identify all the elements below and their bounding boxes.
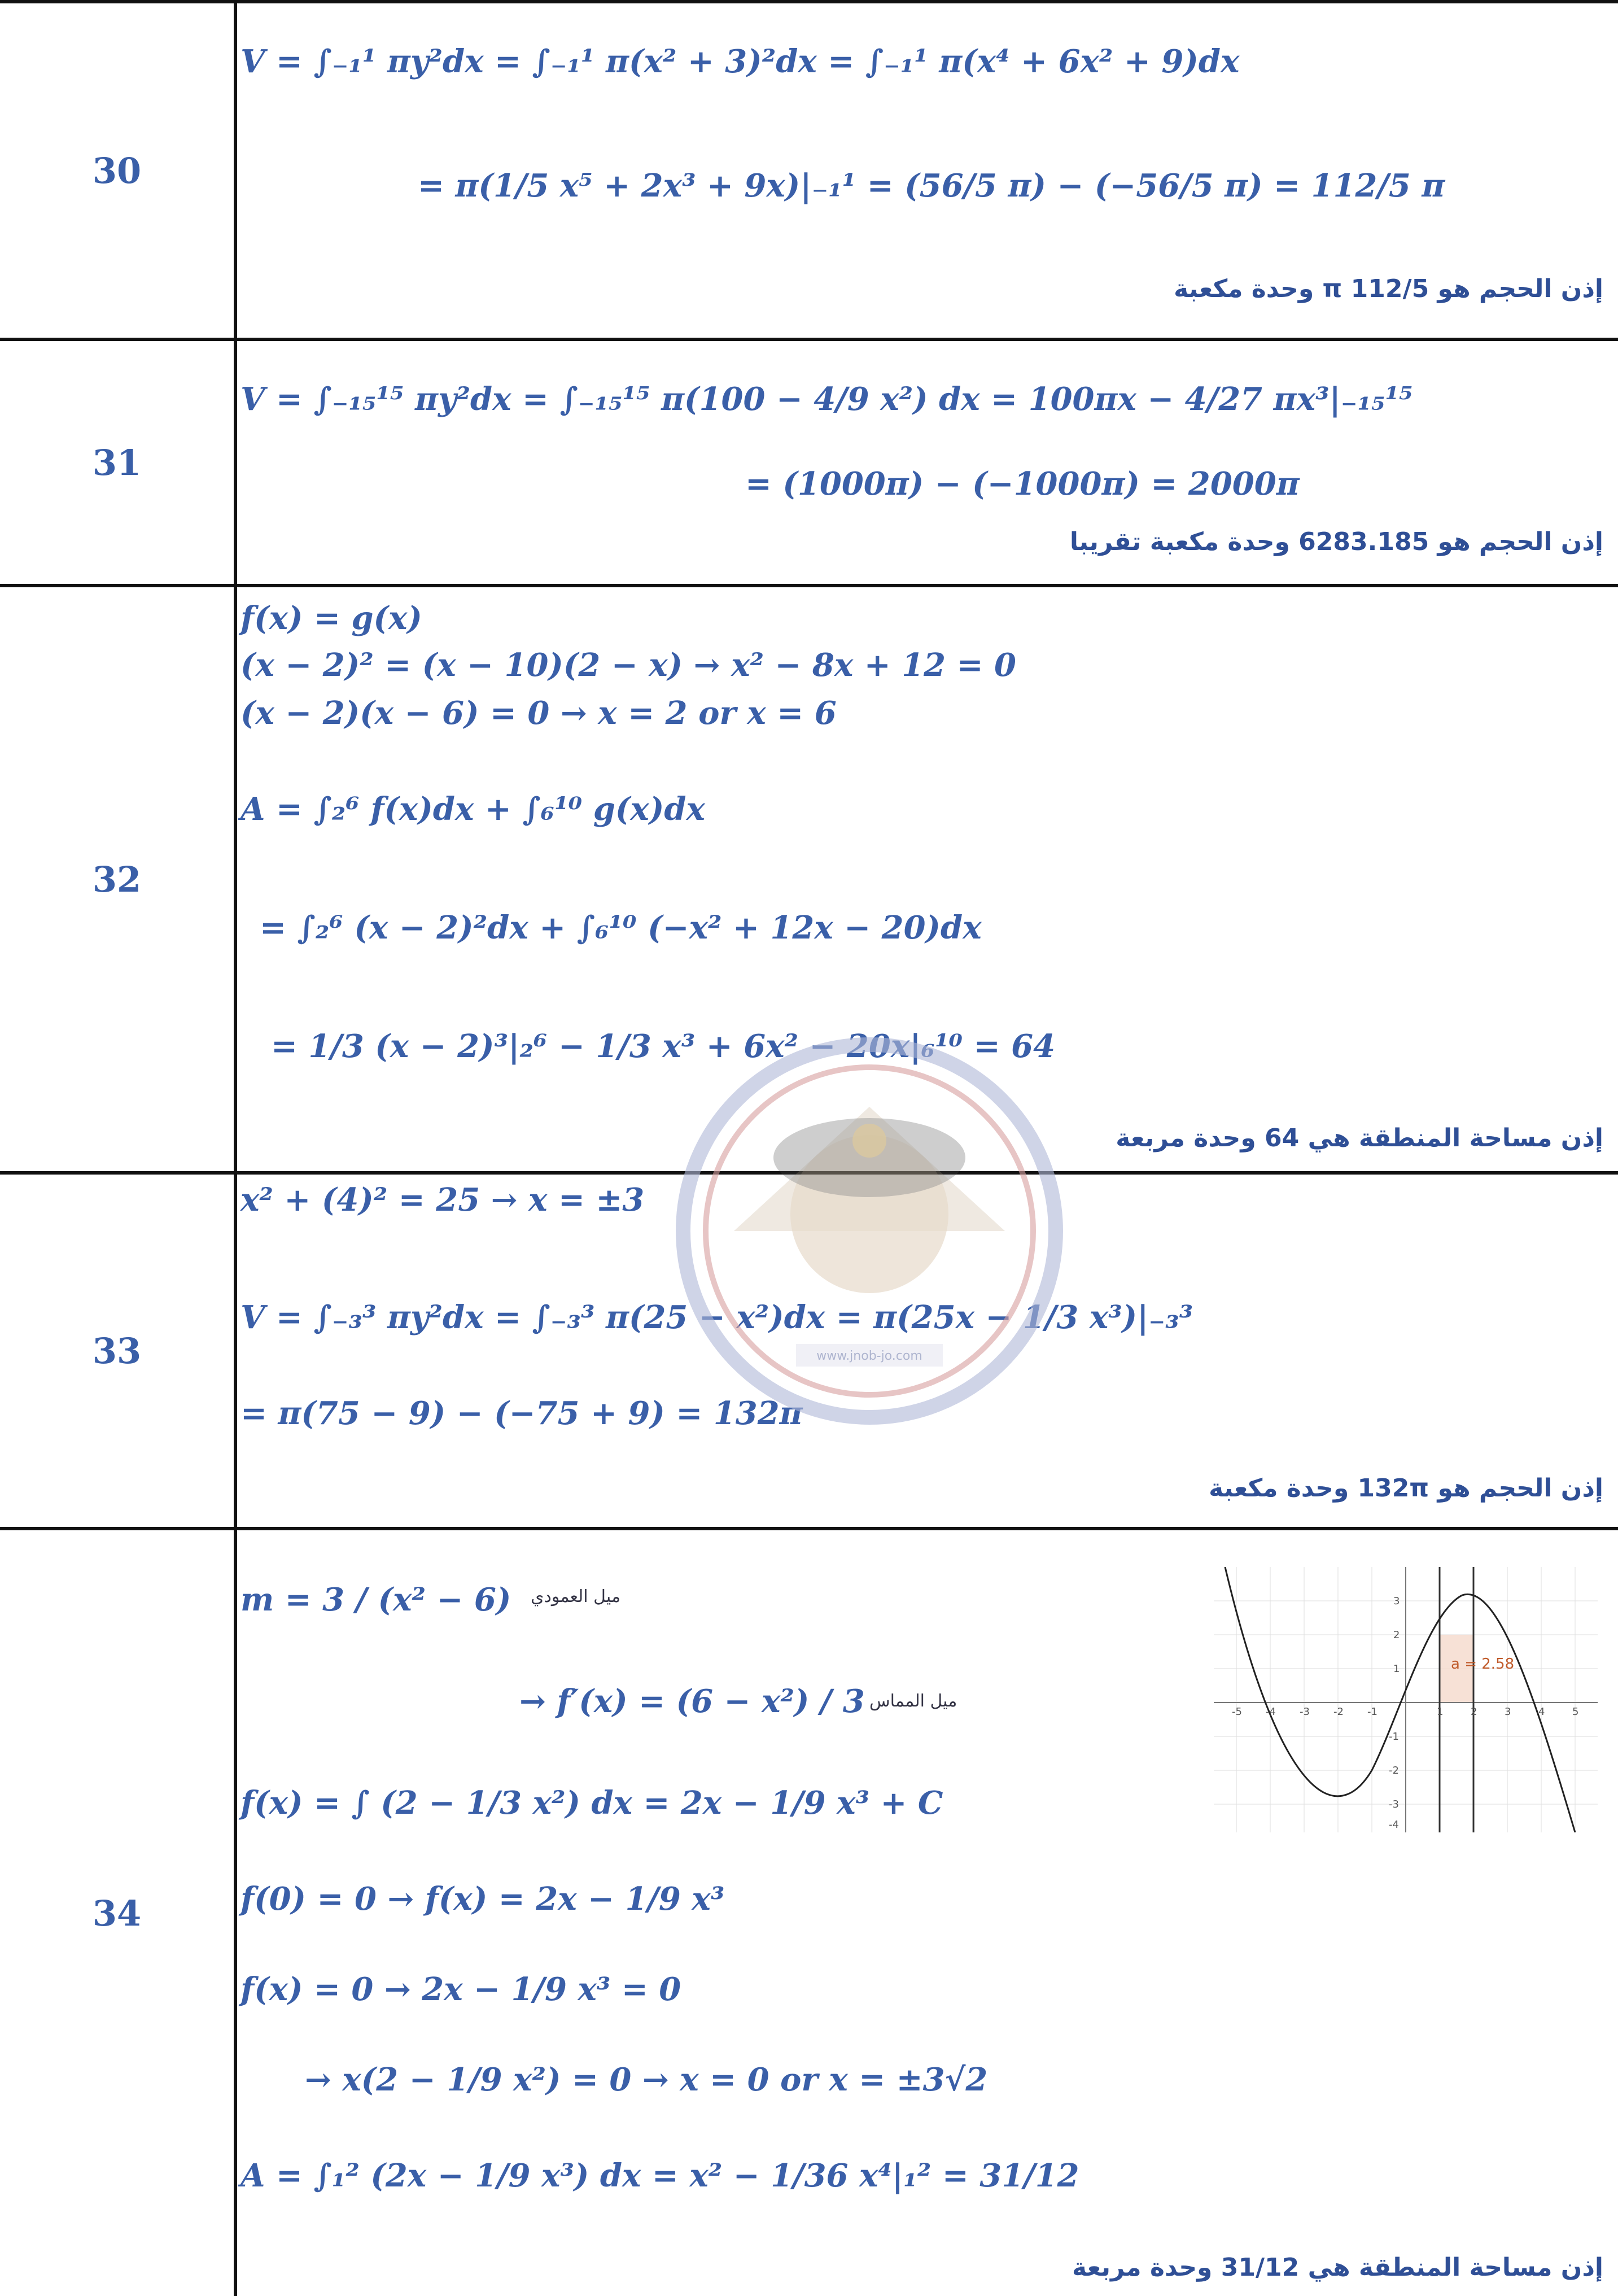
math-line: V = ∫₋₁₅¹⁵ πy²dx = ∫₋₁₅¹⁵ π(100 − 4/9 x²… (240, 381, 1413, 418)
x-tick: -3 (1300, 1706, 1310, 1718)
watermark-url: www.jnob-jo.com (816, 1349, 922, 1363)
y-tick: 1 (1393, 1663, 1400, 1675)
math-line: = ∫₂⁶ (x − 2)²dx + ∫₆¹⁰ (−x² + 12x − 20)… (260, 909, 982, 946)
y-tick: 2 (1393, 1629, 1400, 1641)
y-tick: 3 (1393, 1595, 1400, 1607)
y-tick: -2 (1389, 1765, 1399, 1776)
x-tick: -1 (1367, 1706, 1378, 1718)
y-tick: -4 (1389, 1819, 1399, 1831)
y-tick: -3 (1389, 1799, 1399, 1810)
x-tick: -5 (1232, 1706, 1242, 1718)
normal-slope-note: ميل العمودي (531, 1587, 621, 1607)
math-line: f(x) = g(x) (240, 600, 422, 637)
x-tick: -4 (1266, 1706, 1276, 1718)
conclusion: إذن الحجم هو 112/5 π وحدة مكعبة (1174, 274, 1603, 303)
x-tick: 1 (1437, 1706, 1443, 1718)
cubic-curve (1224, 1567, 1576, 1832)
x-tick: 3 (1505, 1706, 1511, 1718)
problem-number: 32 (0, 587, 237, 1171)
math-line: f(0) = 0 → f(x) = 2x − 1/9 x³ (240, 1880, 725, 1918)
math-line: x² + (4)² = 25 → x = ±3 (240, 1181, 645, 1219)
problem-number: 34 (0, 1530, 237, 2296)
math-line: (x − 2)(x − 6) = 0 → x = 2 or x = 6 (240, 695, 837, 732)
math-line: A = ∫₂⁶ f(x)dx + ∫₆¹⁰ g(x)dx (240, 791, 705, 828)
function-graph: a = 2.58 -5 -4 -3 -2 -1 1 2 3 4 5 3 2 1 … (1214, 1567, 1598, 1832)
math-line: = π(1/5 x⁵ + 2x³ + 9x)|₋₁¹ = (56/5 π) − … (418, 167, 1445, 204)
conclusion: إذن مساحة المنطقة هي 31/12 وحدة مربعة (1072, 2253, 1603, 2282)
problem-number: 31 (0, 341, 237, 584)
math-line: (x − 2)² = (x − 10)(2 − x) → x² − 8x + 1… (240, 647, 1016, 684)
math-line: m = 3 / (x² − 6) (240, 1581, 511, 1618)
x-tick: 2 (1471, 1706, 1477, 1718)
math-line: → x(2 − 1/9 x²) = 0 → x = 0 or x = ±3√2 (305, 2061, 988, 2098)
problem-number: 33 (0, 1175, 237, 1527)
row-34: 34 m = 3 / (x² − 6) ميل العمودي → f′(x) … (0, 1530, 1618, 2296)
y-tick: -1 (1389, 1731, 1399, 1743)
conclusion: إذن الحجم هو 6283.185 وحدة مكعبة تقريبا (1069, 527, 1603, 556)
math-line: = π(75 − 9) − (−75 + 9) = 132π (240, 1395, 803, 1432)
math-line: V = ∫₋₁¹ πy²dx = ∫₋₁¹ π(x² + 3)²dx = ∫₋₁… (240, 43, 1240, 80)
x-tick: 4 (1538, 1706, 1545, 1718)
x-tick: 5 (1572, 1706, 1578, 1718)
watermark-seal: www.jnob-jo.com (676, 1037, 1063, 1425)
math-line: f(x) = 0 → 2x − 1/9 x³ = 0 (240, 1971, 681, 2008)
row-31: 31 V = ∫₋₁₅¹⁵ πy²dx = ∫₋₁₅¹⁵ π(100 − 4/9… (0, 341, 1618, 587)
problem-number: 30 (0, 3, 237, 338)
math-line: = (1000π) − (−1000π) = 2000π (745, 465, 1300, 503)
row-32: 32 f(x) = g(x) (x − 2)² = (x − 10)(2 − x… (0, 587, 1618, 1175)
conclusion: إذن الحجم هو 132π وحدة مكعبة (1209, 1474, 1603, 1503)
tangent-slope-note: ميل المماس (869, 1691, 957, 1711)
math-line: A = ∫₁² (2x − 1/9 x³) dx = x² − 1/36 x⁴|… (240, 2157, 1079, 2194)
math-line: f(x) = ∫ (2 − 1/3 x²) dx = 2x − 1/9 x³ +… (240, 1784, 943, 1822)
x-tick: -2 (1333, 1706, 1344, 1718)
area-label: a = 2.58 (1451, 1656, 1514, 1673)
conclusion: إذن مساحة المنطقة هي 64 وحدة مربعة (1116, 1124, 1603, 1153)
shaded-area (1440, 1635, 1473, 1703)
row-30: 30 V = ∫₋₁¹ πy²dx = ∫₋₁¹ π(x² + 3)²dx = … (0, 0, 1618, 341)
math-line: → f′(x) = (6 − x²) / 3 (519, 1683, 865, 1720)
